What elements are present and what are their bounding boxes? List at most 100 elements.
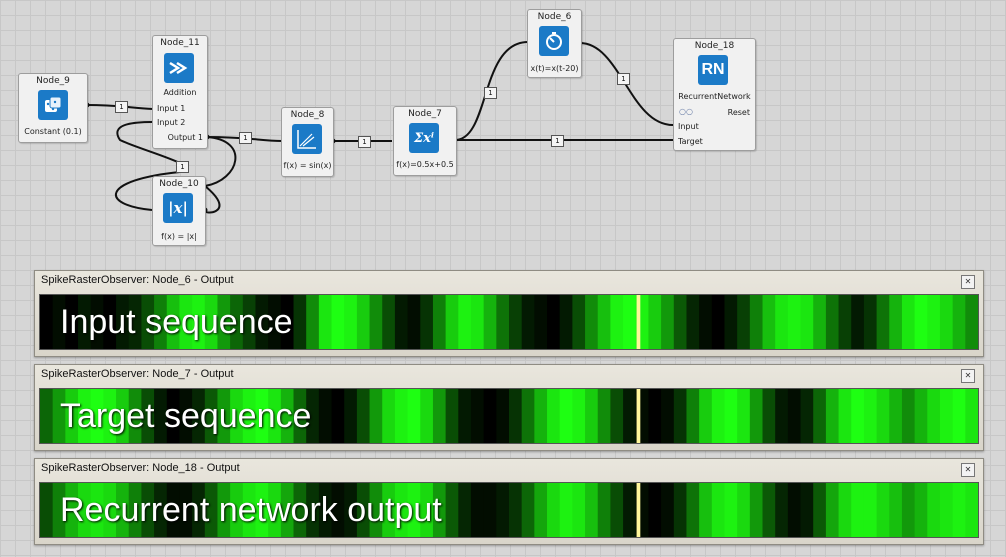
output-1-port[interactable]: Output 1 (167, 133, 203, 142)
raster-cell (787, 295, 802, 349)
raster-cell (699, 295, 713, 349)
node-title: Node_9 (36, 76, 70, 86)
node-9[interactable]: Node_9 Constant (0.1) (18, 73, 88, 143)
raster-cell (762, 483, 776, 537)
raster-cell (496, 389, 510, 443)
status-dots-icon: ○○ (679, 107, 693, 116)
raster-cell (559, 389, 573, 443)
raster-cell (686, 295, 700, 349)
raster-cell (65, 389, 79, 443)
panel-title: SpikeRasterObserver: Node_6 - Output (41, 274, 234, 286)
raster-cell (711, 483, 725, 537)
raster-cell (648, 389, 662, 443)
raster-cell (394, 483, 409, 537)
raster-cell (356, 483, 371, 537)
node-title: Node_10 (159, 179, 199, 189)
node-7[interactable]: Node_7 Σxⁱ f(x)=0.5x+0.5 (393, 106, 457, 176)
raster-cell (673, 295, 687, 349)
raster-cell (711, 389, 725, 443)
time-marker (636, 389, 641, 443)
raster-cell (863, 295, 878, 349)
raster-cell (116, 389, 130, 443)
raster-cell (65, 483, 79, 537)
raster-cell (394, 295, 409, 349)
raster-cell (585, 483, 599, 537)
raster-cell (914, 295, 928, 349)
raster-cell (331, 483, 345, 537)
raster-cell (825, 483, 840, 537)
node-title: Node_7 (408, 109, 442, 119)
raster-cell (775, 483, 789, 537)
raster-cell (939, 295, 954, 349)
raster-cell (179, 483, 193, 537)
raster-cell (116, 483, 130, 537)
raster-cell (686, 389, 700, 443)
raster-cell (825, 295, 840, 349)
raster-cell (128, 389, 142, 443)
node-18[interactable]: Node_18 RN RecurrentNetwork ○○ Reset Inp… (673, 38, 756, 151)
raster-cell (496, 483, 510, 537)
raster-cell (217, 389, 231, 443)
node-11[interactable]: Node_11 Addition Input 1 Input 2 Output … (152, 35, 208, 149)
raster-cell (318, 389, 333, 443)
raster-cell (965, 483, 978, 537)
close-icon[interactable]: ✕ (961, 463, 975, 477)
raster-cell (293, 295, 307, 349)
node-6[interactable]: Node_6 x(t)=x(t-20) (527, 9, 582, 78)
raster-cell (737, 389, 751, 443)
input-1-port[interactable]: Input 1 (157, 104, 186, 113)
node-description: f(x) = |x| (161, 232, 197, 241)
raster-cell (610, 295, 624, 349)
raster-cell (572, 389, 586, 443)
observer-panel-node-6[interactable]: SpikeRasterObserver: Node_6 - Output ✕ I… (34, 270, 984, 357)
node-10[interactable]: Node_10 |x| f(x) = |x| (152, 176, 206, 246)
observer-panel-node-18[interactable]: SpikeRasterObserver: Node_18 - Output ✕ … (34, 458, 984, 545)
close-icon[interactable]: ✕ (961, 275, 975, 289)
close-icon[interactable]: ✕ (961, 369, 975, 383)
raster-cell (547, 483, 561, 537)
raster-cell (838, 389, 852, 443)
observer-panel-node-7[interactable]: SpikeRasterObserver: Node_7 - Output ✕ T… (34, 364, 984, 451)
node-description: x(t)=x(t-20) (530, 64, 579, 73)
raster-cell (661, 389, 675, 443)
raster-cell (597, 295, 611, 349)
raster-cell (432, 389, 447, 443)
time-marker (636, 295, 641, 349)
raster-cell (737, 295, 751, 349)
raster-cell (547, 295, 561, 349)
raster-cell (268, 389, 282, 443)
raster-cell (952, 483, 966, 537)
raster-cell (787, 389, 802, 443)
raster-cell (889, 389, 903, 443)
target-port[interactable]: Target (678, 137, 703, 146)
wire-label: 1 (484, 87, 497, 99)
raster-cell (255, 295, 269, 349)
raster-cell (623, 389, 637, 443)
sine-graph-icon (292, 124, 322, 154)
raster-cell (40, 483, 54, 537)
wire-label: 1 (176, 161, 189, 173)
input-port[interactable]: Input (678, 122, 699, 131)
raster-cell (331, 389, 345, 443)
input-2-port[interactable]: Input 2 (157, 118, 186, 127)
node-description: RecurrentNetwork (678, 92, 751, 101)
raster-cell (838, 483, 852, 537)
raster-cell (154, 389, 168, 443)
node-graph-canvas[interactable]: 1 1 1 1 1 1 1 Node_9 Constant (0.1) Node… (0, 0, 1006, 265)
raster-cell (724, 389, 738, 443)
raster-cell (711, 295, 725, 349)
raster-cell (204, 389, 218, 443)
node-8[interactable]: Node_8 f(x) = sin(x) (281, 107, 334, 177)
raster-cell (128, 295, 142, 349)
raster-cell (331, 295, 345, 349)
raster-cell (534, 295, 548, 349)
raster-cell (965, 389, 978, 443)
raster-cell (280, 483, 294, 537)
reset-port[interactable]: Reset (727, 108, 750, 117)
raster-cell (141, 389, 155, 443)
raster-cell (242, 483, 256, 537)
raster-cell (141, 483, 155, 537)
raster-cell (369, 483, 383, 537)
raster-cell (369, 389, 383, 443)
raster-cell (65, 295, 79, 349)
